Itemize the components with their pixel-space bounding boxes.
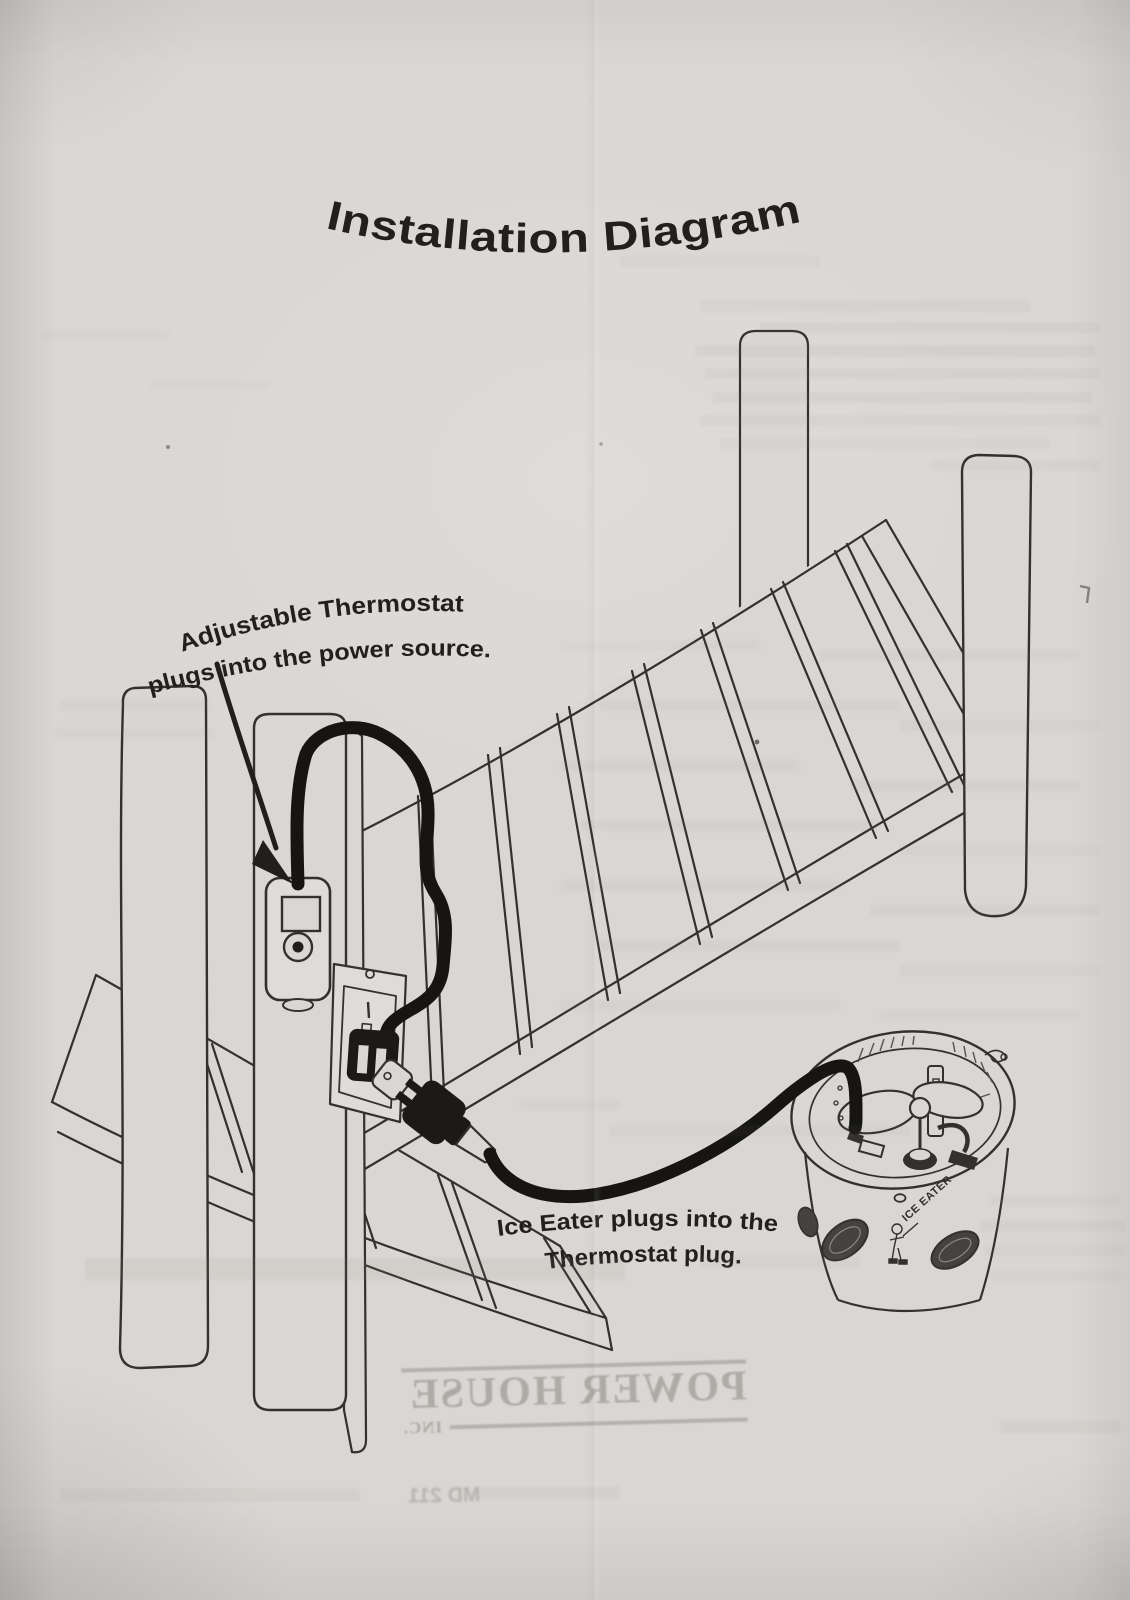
dock-post-back	[738, 329, 810, 612]
edge-mark	[1079, 584, 1091, 604]
ice-eater-plug	[371, 1058, 413, 1101]
thermostat-display	[280, 895, 322, 933]
clamp-right	[948, 1150, 978, 1170]
page-title-text: Installation Diagram	[323, 185, 804, 261]
pointer-arrow	[214, 661, 293, 884]
ice-eater-label-line1: Ice Eater plugs into the	[495, 1205, 779, 1241]
front-hole	[893, 1193, 907, 1203]
outlet-screw	[365, 969, 375, 979]
clamp-left	[857, 1138, 886, 1159]
ice-eater-cable	[483, 1059, 863, 1204]
dock-post-right	[960, 453, 1033, 918]
rope-hook	[984, 1049, 1007, 1063]
vent-hole	[797, 1206, 980, 1270]
dock-post-left	[118, 684, 210, 1370]
outlet-slot	[366, 1001, 371, 1019]
ice-eater-unit: ICE EATER	[790, 1030, 1022, 1313]
ice-eater-label-line2: Thermostat plug.	[543, 1240, 742, 1274]
mascot-figure	[888, 1222, 919, 1265]
page-title: Installation Diagram	[323, 185, 805, 261]
dock-deck	[330, 518, 1020, 1188]
paper-specks	[166, 442, 1091, 745]
hose	[937, 1122, 970, 1154]
thermostat-device	[264, 876, 332, 1012]
thermostat-power-cable	[290, 721, 453, 1041]
